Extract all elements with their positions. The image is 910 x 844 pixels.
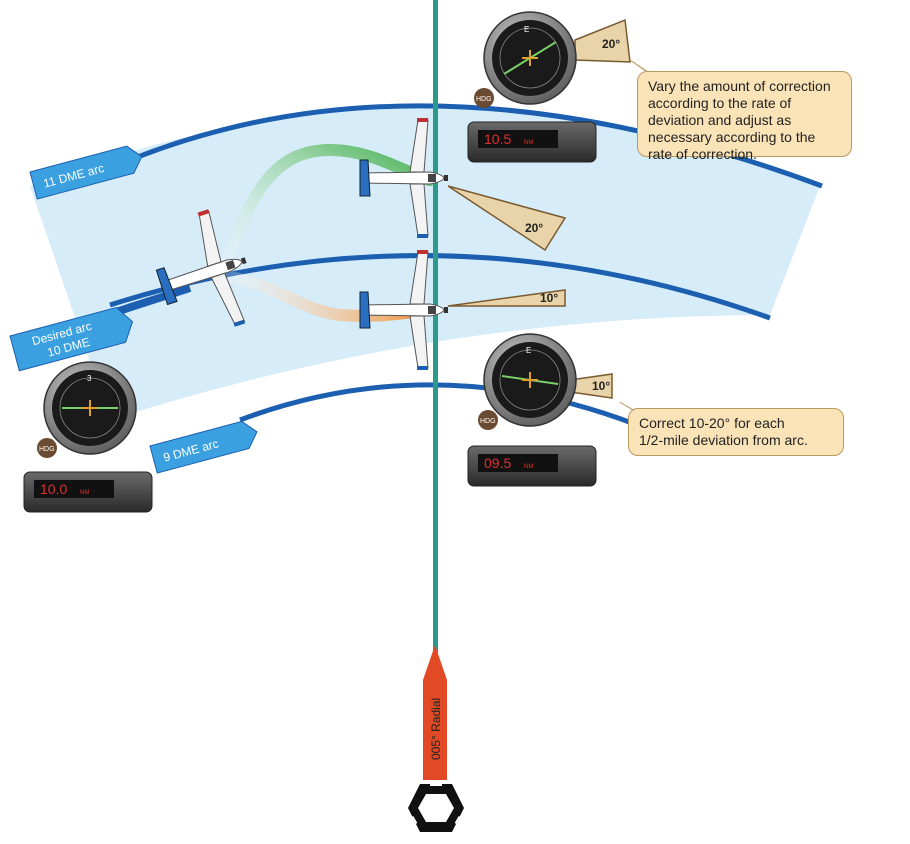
hdg-label-right: HDG <box>480 418 496 425</box>
svg-text:E: E <box>524 25 529 34</box>
svg-text:NM: NM <box>524 464 533 470</box>
label-9-dme-arc: 9 DME arc <box>149 420 258 474</box>
arc-9-dme <box>239 382 651 433</box>
wedge-correction-10 <box>447 289 566 307</box>
hdg-knob-right <box>478 410 498 430</box>
svg-text:E: E <box>526 346 531 355</box>
hsi-left: 3 <box>43 361 137 455</box>
dme-display-right: 09.5 NM <box>467 445 597 487</box>
dme-readout-top: 10.5 <box>484 131 511 147</box>
radial-marker: 005° Radial <box>423 645 447 780</box>
radial-line <box>433 0 438 680</box>
angle-right-instrument: 10° <box>592 379 610 393</box>
hdg-knob-left <box>37 438 57 458</box>
dme-display-top: 10.5 NM <box>467 121 597 163</box>
dme-readout-left: 10.0 <box>40 481 67 497</box>
vor-station-icon <box>404 780 468 832</box>
svg-text:NM: NM <box>80 490 89 496</box>
radial-label: 005° Radial <box>429 698 443 760</box>
hsi-right: E <box>483 333 577 427</box>
hsi-top: E <box>483 11 577 105</box>
callout-bottom-line2: 1/2-mile deviation from arc. <box>639 432 808 448</box>
angle-correction-20: 20° <box>525 221 543 235</box>
callout-vary-correction: Vary the amount of correction according … <box>637 71 852 162</box>
svg-text:3: 3 <box>87 374 92 383</box>
angle-top-instrument: 20° <box>602 37 620 51</box>
hdg-knob-top <box>474 88 494 108</box>
green-correction-path <box>219 143 436 271</box>
callout-correct-deviation: Correct 10-20° for each 1/2-mile deviati… <box>628 408 844 456</box>
hdg-label-top: HDG <box>476 96 492 103</box>
callout-bottom-line1: Correct 10-20° for each <box>639 415 785 431</box>
dme-display-left: 10.0 NM <box>23 471 153 513</box>
hdg-label-left: HDG <box>39 446 55 453</box>
svg-text:NM: NM <box>524 140 533 146</box>
wedge-correction-20 <box>447 185 567 252</box>
dme-readout-right: 09.5 <box>484 455 511 471</box>
angle-correction-10: 10° <box>540 291 558 305</box>
